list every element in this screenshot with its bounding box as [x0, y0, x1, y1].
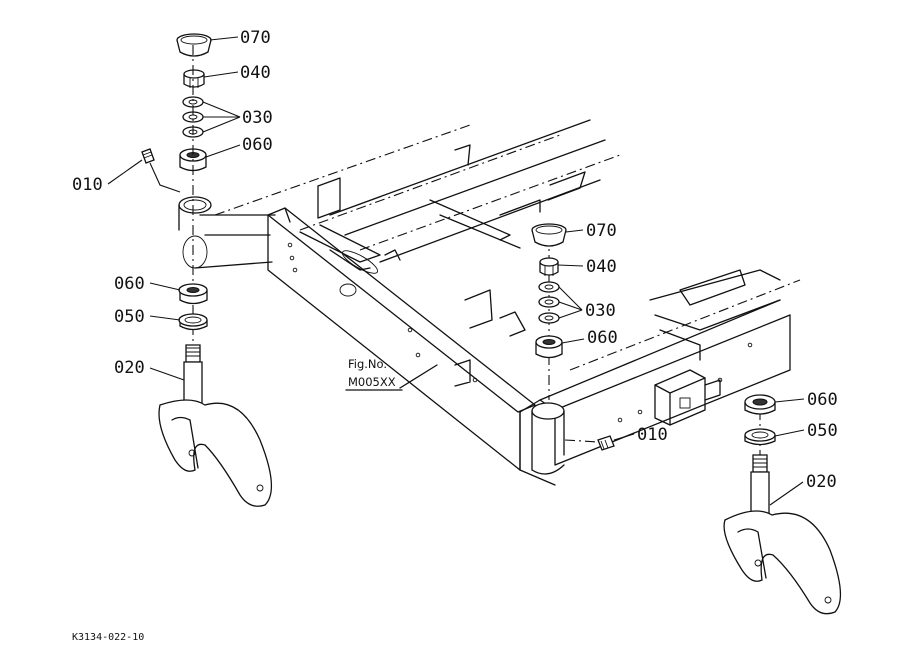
right-grease-fitting-010	[564, 435, 615, 451]
right-seal-050	[744, 428, 776, 446]
main-frame	[182, 119, 801, 486]
right-washers-030	[538, 281, 560, 324]
label-060-left-lower: 060	[114, 274, 145, 294]
figure-ref-line2: M005XX	[348, 375, 396, 389]
left-caster-fork-020	[158, 344, 273, 507]
right-caster-assembly	[531, 223, 615, 451]
left-seal-050	[178, 313, 208, 331]
label-020-left: 020	[114, 358, 145, 378]
right-lower-caster-assembly	[723, 394, 842, 615]
left-grease-fitting-010	[141, 148, 181, 193]
figure-ref-line1: Fig.No.	[348, 357, 387, 371]
label-010-right: 010	[637, 425, 668, 445]
label-030-right: 030	[585, 301, 616, 321]
right-dust-cap-070	[531, 223, 567, 247]
right-nut-040	[539, 257, 559, 276]
right-caster-fork-020	[723, 454, 842, 615]
label-040-left: 040	[240, 63, 271, 83]
left-caster-assembly	[141, 33, 273, 507]
leader-lines	[107, 36, 805, 506]
left-bearing-060-lower	[178, 283, 208, 305]
right-bearing-060-upper	[535, 335, 563, 359]
label-070-left: 070	[240, 28, 271, 48]
label-060-right-lower: 060	[807, 390, 838, 410]
label-060-left-upper: 060	[242, 135, 273, 155]
label-050-right: 050	[807, 421, 838, 441]
label-030-left: 030	[242, 108, 273, 128]
label-050-left: 050	[114, 307, 145, 327]
drawing-code: K3134-022-10	[72, 632, 144, 643]
label-020-right: 020	[806, 472, 837, 492]
right-bearing-060-lower	[744, 394, 776, 415]
label-010-left: 010	[72, 175, 103, 195]
left-nut-040	[183, 69, 205, 88]
left-dust-cap-070	[176, 33, 212, 57]
label-060-right-upper: 060	[587, 328, 618, 348]
label-070-right: 070	[586, 221, 617, 241]
label-040-right: 040	[586, 257, 617, 277]
